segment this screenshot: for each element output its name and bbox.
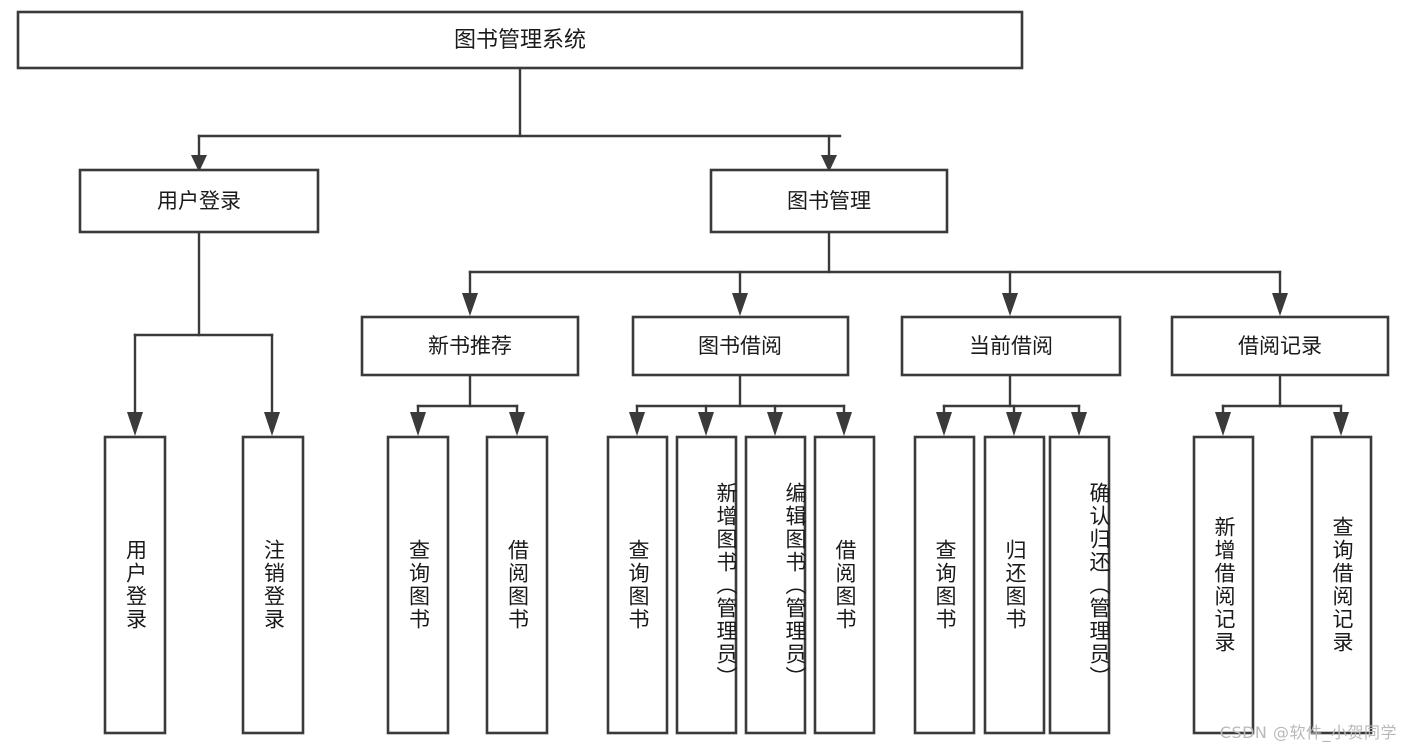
arrow-head-user-login xyxy=(191,155,207,172)
arrow-head-bb-leaf2 xyxy=(698,412,714,436)
arrow-head-bb-leaf3 xyxy=(767,412,783,436)
connector-group xyxy=(127,66,1349,436)
node-new-book-recommend[interactable]: 新书推荐 xyxy=(360,315,580,377)
arrow-head-nb-leaf2 xyxy=(509,412,525,436)
arrow-head-cb-leaf2 xyxy=(1006,412,1022,436)
leaf-box-bb-add-book[interactable] xyxy=(675,435,738,735)
node-current-borrow-label: 当前借阅 xyxy=(969,334,1053,358)
arrow-head-book-manage xyxy=(821,155,837,172)
leaf-box-nb-query-book[interactable] xyxy=(386,435,450,735)
arrow-head-br-leaf2 xyxy=(1333,412,1349,436)
node-user-login-label: 用户登录 xyxy=(157,189,241,213)
leaf-box-nb-borrow-book[interactable] xyxy=(485,435,549,735)
arrow-head-nb-leaf1 xyxy=(410,412,426,436)
node-borrow-record-box[interactable] xyxy=(1170,315,1390,377)
node-root[interactable]: 图书管理系统 xyxy=(16,10,1024,70)
node-current-borrow-box[interactable] xyxy=(900,315,1122,377)
node-borrow-record-label: 借阅记录 xyxy=(1238,334,1322,358)
leaf-box-cb-confirm-return[interactable] xyxy=(1048,435,1111,735)
node-user-login-box[interactable] xyxy=(78,168,320,234)
node-book-manage-label: 图书管理 xyxy=(787,189,871,213)
node-root-label: 图书管理系统 xyxy=(454,28,586,53)
arrow-head-bb-leaf1 xyxy=(629,412,645,436)
node-book-manage[interactable]: 图书管理 xyxy=(709,168,949,234)
leaf-box-br-query-record[interactable] xyxy=(1310,435,1373,735)
node-book-borrow-label: 图书借阅 xyxy=(698,334,782,358)
arrow-head-cb-leaf3 xyxy=(1071,412,1087,436)
leaf-box-bb-query-book[interactable] xyxy=(606,435,669,735)
arrow-head-leaf-user-login xyxy=(127,412,143,436)
leaf-box-logout[interactable] xyxy=(241,435,305,735)
node-book-manage-box[interactable] xyxy=(709,168,949,234)
node-user-login[interactable]: 用户登录 xyxy=(78,168,320,234)
node-book-borrow-box[interactable] xyxy=(631,315,850,377)
node-borrow-record[interactable]: 借阅记录 xyxy=(1170,315,1390,377)
node-root-box[interactable] xyxy=(16,10,1024,70)
arrow-head-newbook xyxy=(462,293,478,316)
leaf-box-user-login[interactable] xyxy=(103,435,167,735)
arrow-head-bb-leaf4 xyxy=(836,412,852,436)
node-current-borrow[interactable]: 当前借阅 xyxy=(900,315,1122,377)
arrow-head-currentborrow xyxy=(1002,293,1018,316)
arrow-head-br-leaf1 xyxy=(1215,412,1231,436)
leaf-box-bb-borrow-book[interactable] xyxy=(813,435,876,735)
arrow-head-cb-leaf1 xyxy=(936,412,952,436)
node-new-book-recommend-box[interactable] xyxy=(360,315,580,377)
node-book-borrow[interactable]: 图书借阅 xyxy=(631,315,850,377)
leaf-box-bb-edit-book[interactable] xyxy=(744,435,807,735)
leaf-box-cb-query-book[interactable] xyxy=(913,435,976,735)
leaf-box-br-add-record[interactable] xyxy=(1192,435,1255,735)
leaf-box-cb-return-book[interactable] xyxy=(983,435,1046,735)
arrow-head-bookborrow xyxy=(732,293,748,316)
node-new-book-recommend-label: 新书推荐 xyxy=(428,334,512,358)
arrow-head-leaf-logout xyxy=(264,412,280,436)
watermark-text: CSDN @软件_小贺同学 xyxy=(1219,723,1397,742)
arrow-head-borrowrecord xyxy=(1272,293,1288,316)
